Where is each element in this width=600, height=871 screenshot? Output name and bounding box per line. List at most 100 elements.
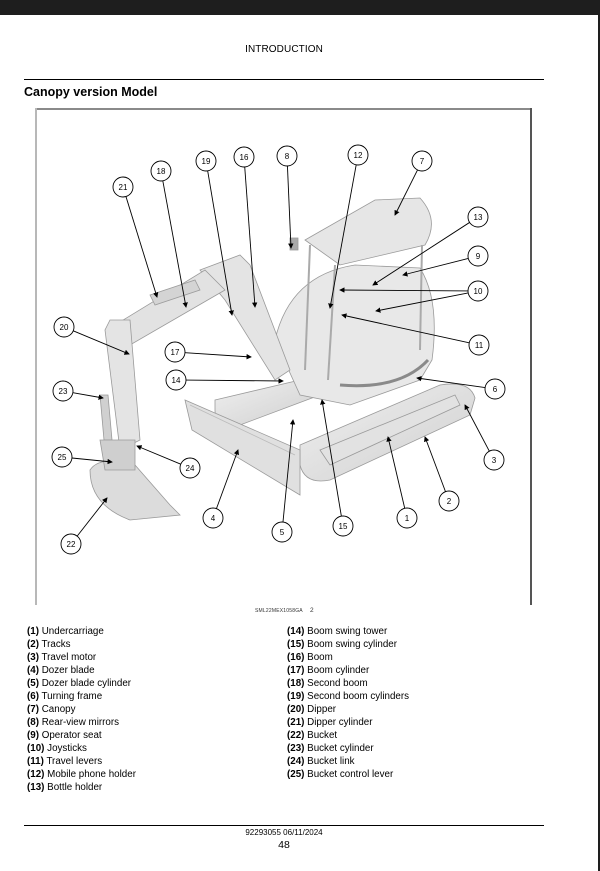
callout-label-14: 14 bbox=[172, 376, 181, 385]
leader-line-22 bbox=[76, 497, 108, 537]
legend-left: (1) Undercarriage (2) Tracks (3) Travel … bbox=[27, 625, 136, 794]
callout-label-2: 2 bbox=[447, 497, 452, 506]
bucket bbox=[89, 460, 181, 521]
leader-line-21 bbox=[125, 196, 159, 298]
callout-circle-9 bbox=[467, 245, 489, 267]
callout-markers: 1234567891011121314151617181920212223242… bbox=[51, 144, 506, 555]
boom bbox=[199, 254, 291, 381]
legend-item: (8) Rear-view mirrors bbox=[27, 717, 120, 728]
callout-circle-25 bbox=[51, 446, 73, 468]
callout-circle-20 bbox=[53, 316, 75, 338]
callout-label-13: 13 bbox=[474, 213, 483, 222]
callout-circle-11 bbox=[468, 334, 490, 356]
legend-item: (18) Second boom bbox=[287, 678, 368, 689]
leader-line-2 bbox=[424, 436, 446, 492]
callout-label-25: 25 bbox=[58, 453, 67, 462]
legend-item: (21) Dipper cylinder bbox=[287, 717, 373, 728]
title-rule bbox=[24, 79, 544, 80]
callout-label-23: 23 bbox=[59, 387, 68, 396]
body bbox=[274, 264, 435, 406]
leader-line-10 bbox=[339, 287, 469, 293]
callout-label-15: 15 bbox=[339, 522, 348, 531]
leader-line-16 bbox=[244, 166, 258, 308]
callout-circle-21 bbox=[112, 176, 134, 198]
excavator-illustration: 1234567891011121314151617181920212223242… bbox=[51, 144, 506, 555]
legend-item: (16) Boom bbox=[287, 652, 333, 663]
callout-label-19: 19 bbox=[202, 157, 211, 166]
callout-circle-23 bbox=[52, 380, 74, 402]
leader-line-11 bbox=[341, 313, 470, 344]
leader-line-23 bbox=[72, 392, 104, 400]
legend-item: (24) Bucket link bbox=[287, 756, 355, 767]
callout-circle-13 bbox=[467, 206, 489, 228]
legend-item: (2) Tracks bbox=[27, 639, 71, 650]
legend-right: (14) Boom swing tower (15) Boom swing cy… bbox=[287, 625, 409, 781]
leader-line-20 bbox=[73, 330, 130, 355]
legend-item: (23) Bucket cylinder bbox=[287, 743, 374, 754]
legend-item: (22) Bucket bbox=[287, 730, 338, 741]
callout-circle-7 bbox=[411, 150, 433, 172]
leader-line-8 bbox=[286, 165, 294, 249]
callout-circle-2 bbox=[438, 490, 460, 512]
leader-line-14 bbox=[185, 378, 284, 384]
callout-label-1: 1 bbox=[405, 514, 410, 523]
callout-circle-6 bbox=[484, 378, 506, 400]
callout-circle-19 bbox=[195, 150, 217, 172]
section-header: INTRODUCTION bbox=[245, 44, 323, 55]
page-number: 48 bbox=[278, 839, 290, 851]
legend-item: (12) Mobile phone holder bbox=[27, 769, 136, 780]
callout-circle-16 bbox=[233, 146, 255, 168]
legend-item: (1) Undercarriage bbox=[27, 626, 104, 637]
callout-label-11: 11 bbox=[475, 341, 484, 350]
legend-item: (25) Bucket control lever bbox=[287, 769, 394, 780]
legend-item: (15) Boom swing cylinder bbox=[287, 639, 398, 650]
legend-item: (9) Operator seat bbox=[27, 730, 102, 741]
callout-circle-22 bbox=[60, 533, 82, 555]
legend-item: (7) Canopy bbox=[27, 704, 76, 715]
leader-line-18 bbox=[162, 180, 188, 308]
callout-circle-12 bbox=[347, 144, 369, 166]
leader-line-4 bbox=[216, 449, 239, 509]
leader-line-3 bbox=[464, 404, 490, 452]
legend-item: (19) Second boom cylinders bbox=[287, 691, 410, 702]
legend-item: (11) Travel levers bbox=[27, 756, 103, 767]
callout-circle-8 bbox=[276, 145, 298, 167]
callout-label-20: 20 bbox=[60, 323, 69, 332]
callout-label-21: 21 bbox=[119, 183, 128, 192]
callout-circle-10 bbox=[467, 280, 489, 302]
callout-circle-18 bbox=[150, 160, 172, 182]
callout-label-10: 10 bbox=[474, 287, 483, 296]
legend-item: (3) Travel motor bbox=[27, 652, 97, 663]
callout-label-6: 6 bbox=[493, 385, 498, 394]
leader-line-7 bbox=[394, 169, 418, 216]
callout-circle-5 bbox=[271, 521, 293, 543]
figure-code: SML22MEX1058GA bbox=[255, 608, 303, 614]
legend-item: (4) Dozer blade bbox=[27, 665, 95, 676]
callout-label-22: 22 bbox=[67, 540, 76, 549]
legend-item: (5) Dozer blade cylinder bbox=[27, 678, 132, 689]
callout-leaders bbox=[71, 164, 490, 537]
document-page: INTRODUCTION Canopy version Model bbox=[0, 15, 598, 871]
legend-item: (13) Bottle holder bbox=[27, 782, 103, 793]
leader-line-24 bbox=[136, 445, 181, 465]
figure-number: 2 bbox=[310, 607, 314, 614]
callout-label-8: 8 bbox=[285, 152, 290, 161]
legend-item: (20) Dipper bbox=[287, 704, 337, 715]
callout-circle-14 bbox=[165, 369, 187, 391]
leader-line-15 bbox=[320, 399, 342, 517]
callout-circle-15 bbox=[332, 515, 354, 537]
callout-circle-1 bbox=[396, 507, 418, 529]
callout-label-4: 4 bbox=[211, 514, 216, 523]
legend-item: (14) Boom swing tower bbox=[287, 626, 388, 637]
callout-label-9: 9 bbox=[476, 252, 481, 261]
machine-drawing bbox=[89, 197, 476, 521]
callout-circle-3 bbox=[483, 449, 505, 471]
footer-rule bbox=[24, 825, 544, 826]
callout-circle-4 bbox=[202, 507, 224, 529]
leader-line-10 bbox=[375, 292, 469, 313]
leader-line-13 bbox=[372, 222, 470, 286]
leader-line-19 bbox=[207, 170, 234, 316]
legend-item: (6) Turning frame bbox=[27, 691, 103, 702]
callout-label-16: 16 bbox=[240, 153, 249, 162]
leader-line-5 bbox=[282, 419, 296, 523]
